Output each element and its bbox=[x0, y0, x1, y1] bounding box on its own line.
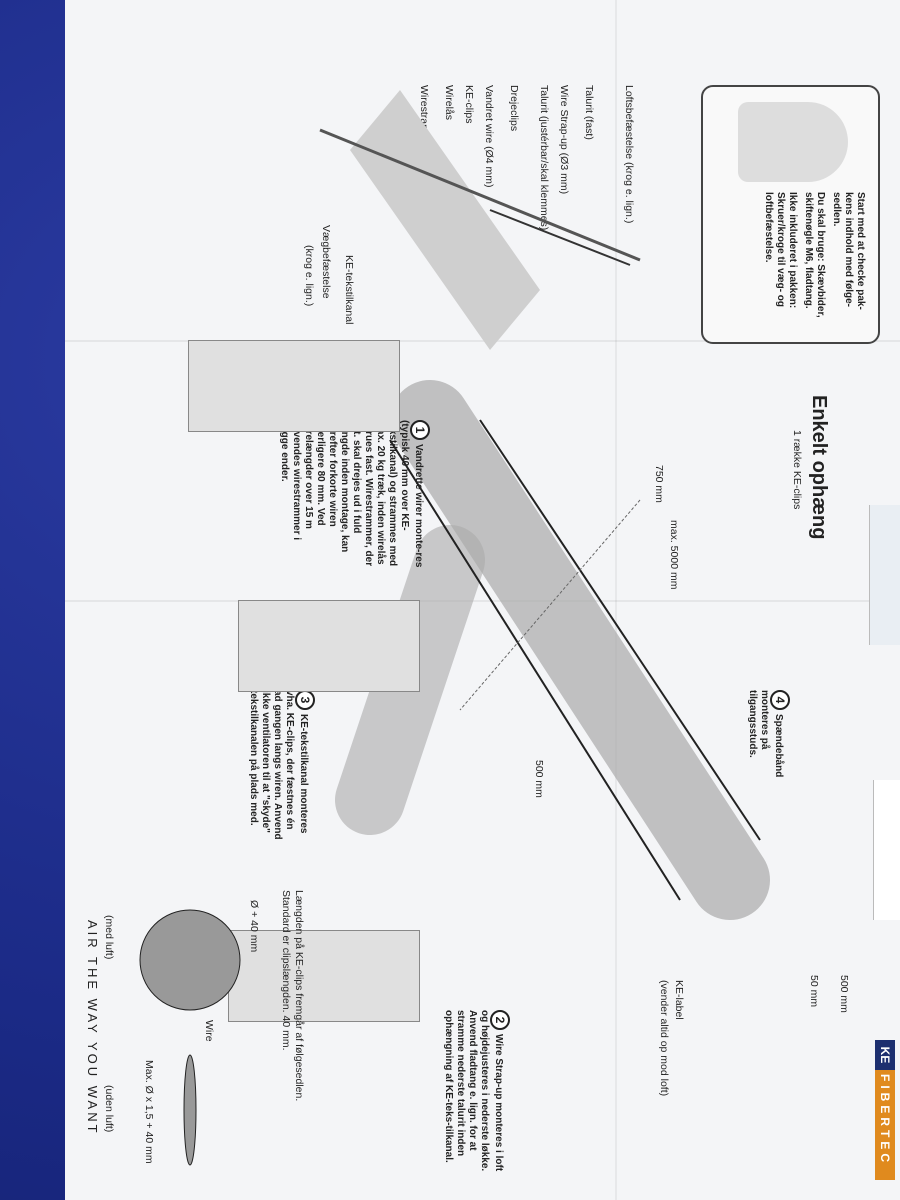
ke-label-title: KE-label bbox=[673, 980, 685, 1020]
clips-note-1: Længden på KE-clips fremgår af følgesedl… bbox=[293, 890, 305, 1102]
intro-box: Start med at checke pak-kens indhold med… bbox=[701, 85, 880, 344]
clips-note-2: Standard er clipslængden. 40 mm. bbox=[280, 890, 292, 1051]
wire-label: Wire bbox=[203, 1020, 215, 1042]
fold-line bbox=[65, 340, 900, 342]
worker-illustration bbox=[188, 340, 400, 432]
duct-cross-section bbox=[139, 909, 241, 1166]
step-1: 1Vandrette wirer monte-res (typisk 40 mm… bbox=[278, 420, 430, 570]
step-4: 4Spændebånd monteres på tilgangsstuds. bbox=[746, 690, 790, 820]
page-title: Enkelt ophæng bbox=[808, 395, 830, 540]
background-card bbox=[869, 505, 900, 645]
dim-750: 750 mm bbox=[653, 465, 665, 503]
max-label: Max. Ø x 1,5 + 40 mm bbox=[143, 1060, 155, 1164]
dia-label: Ø + 40 mm bbox=[248, 900, 260, 953]
fold-line bbox=[615, 0, 617, 1200]
component-illustration bbox=[319, 90, 641, 350]
fold-line bbox=[65, 600, 900, 602]
step-2: 2Wire Strap-up monteres i loft og højdej… bbox=[442, 1010, 510, 1175]
dim-500: 500 mm bbox=[533, 760, 545, 798]
ke-label-note: (vender altid op mod loft) bbox=[658, 980, 670, 1097]
dim-500b: 500 mm bbox=[838, 975, 850, 1013]
dim-50: 50 mm bbox=[808, 975, 820, 1008]
instruction-sheet: KE FIBERTEC AIR THE WAY YOU WANT Start m… bbox=[65, 0, 900, 1200]
page-subtitle: 1 række KE-clips bbox=[791, 430, 803, 510]
dim-5000: max. 5000 mm bbox=[668, 520, 680, 590]
tagline: AIR THE WAY YOU WANT bbox=[85, 920, 100, 1136]
background-card bbox=[873, 780, 900, 920]
worker-illustration bbox=[238, 600, 420, 692]
rotated-content: KE FIBERTEC AIR THE WAY YOU WANT Start m… bbox=[65, 0, 900, 1200]
with-air-label: (med luft) bbox=[103, 915, 115, 960]
brand-logo: KE FIBERTEC bbox=[845, 1040, 900, 1180]
worker-icon bbox=[738, 102, 848, 182]
without-air-label: (uden luft) bbox=[103, 1085, 115, 1133]
step-3: 3KE-tekstilkanal monteres vha. KE-clips,… bbox=[247, 690, 315, 840]
